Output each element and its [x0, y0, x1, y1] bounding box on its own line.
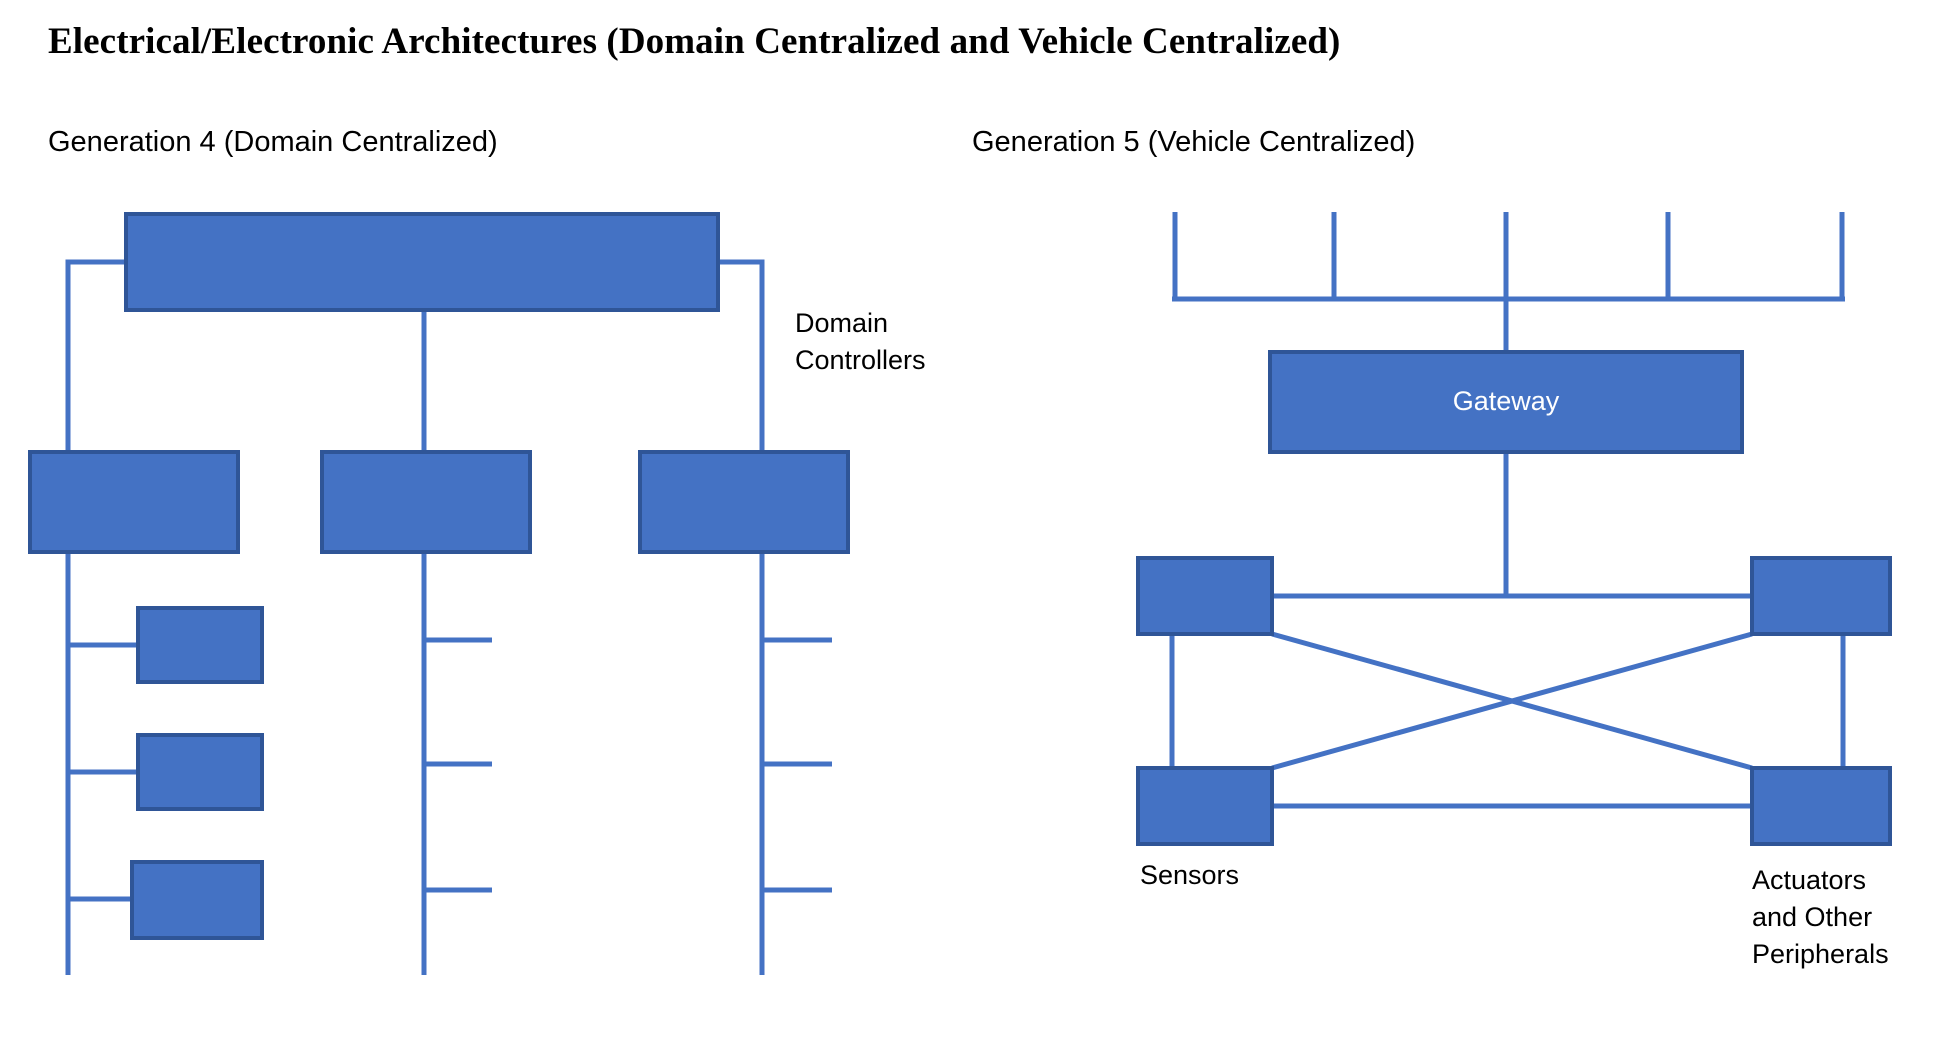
sensors-label: Sensors — [1140, 860, 1240, 890]
gen4-middle-column-bus — [421, 552, 492, 975]
gen5-backbone-bus — [1172, 212, 1845, 302]
actuator-node-top-box[interactable] — [1750, 556, 1892, 636]
gen4-connectors — [65, 259, 765, 452]
domain-controller-3-box[interactable] — [638, 450, 850, 554]
domain-controllers-label: Domain Controllers — [795, 308, 926, 375]
central-compute-unit-box[interactable] — [124, 212, 720, 312]
sensor-node-bottom-box[interactable] — [1136, 766, 1274, 846]
gateway-box[interactable] — [1268, 350, 1744, 454]
domain-controller-1-box[interactable] — [28, 450, 240, 554]
gateway-label: Gateway — [1452, 386, 1560, 416]
section-title-generation-4: Generation 4 (Domain Centralized) — [48, 126, 498, 158]
gen4-left-column-bus — [65, 552, 140, 975]
page-title: Electrical/Electronic Architectures (Dom… — [48, 21, 1341, 62]
domain-controller-2-box[interactable] — [320, 450, 532, 554]
ecu-2-box[interactable] — [136, 733, 264, 811]
sensor-node-top-box[interactable] — [1136, 556, 1274, 636]
actuators-label: Actuators and Other Peripherals — [1752, 865, 1889, 969]
gen4-right-column-bus — [759, 552, 832, 975]
section-title-generation-5: Generation 5 (Vehicle Centralized) — [972, 126, 1416, 158]
connector-head-to-controller-3 — [718, 259, 765, 452]
generation-4-diagram — [28, 212, 850, 975]
actuator-node-bottom-box[interactable] — [1750, 766, 1892, 846]
gen5-mesh-links — [1169, 593, 1846, 809]
ecu-3-box[interactable] — [130, 860, 264, 940]
connector-head-to-controller-1 — [65, 259, 126, 452]
generation-5-diagram — [1136, 212, 1892, 846]
ecu-1-box[interactable] — [136, 606, 264, 684]
mesh-link-diagonal-up — [1271, 631, 1753, 771]
